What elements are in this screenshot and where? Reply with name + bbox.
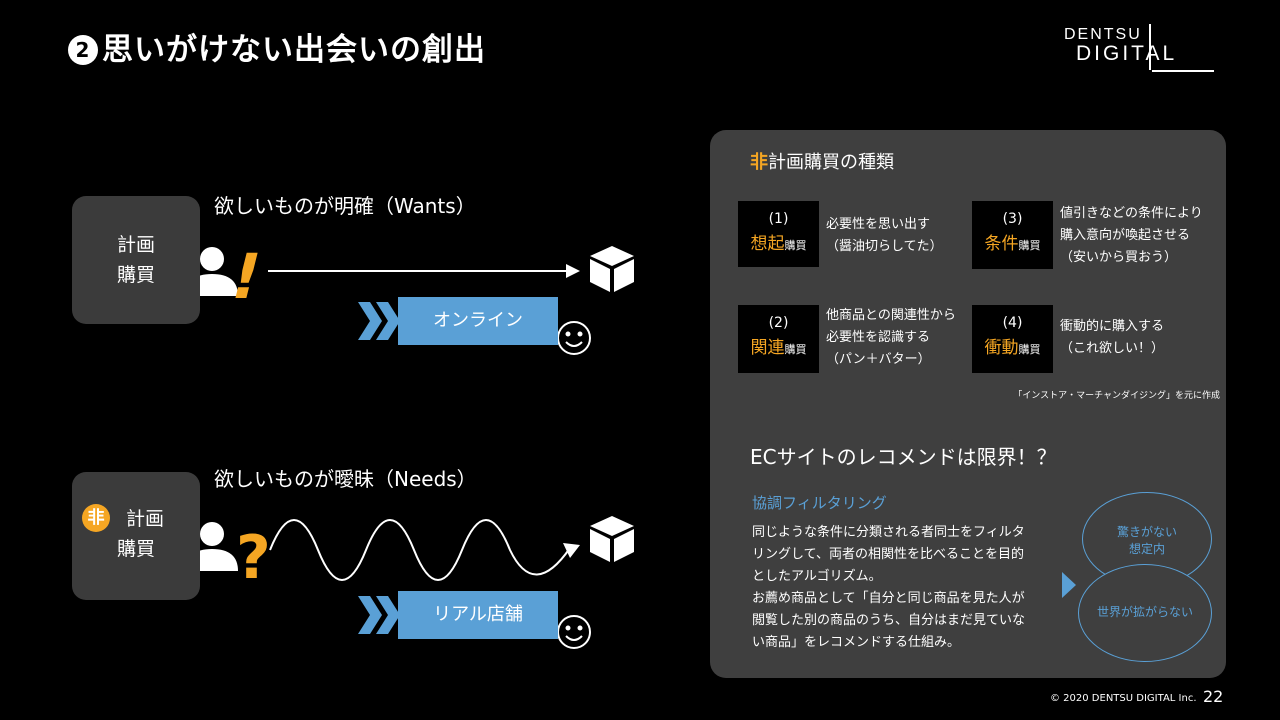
- planned-purchase-box: 計画 購買: [72, 196, 200, 324]
- kind-keyword: 想起: [750, 234, 785, 254]
- kind-number: (2): [768, 315, 789, 331]
- planned-label: 欲しいものが明確（Wants）: [214, 194, 476, 218]
- kind-desc-4: 衝動的に購入する （これ欲しい！）: [1060, 316, 1164, 360]
- kind-desc-line: 衝動的に購入する: [1060, 319, 1165, 334]
- bubble1-line2: 想定内: [1128, 542, 1165, 556]
- cf-title: 協調フィルタリング: [752, 494, 887, 512]
- kind-number: (3): [1002, 211, 1023, 227]
- non-badge: 非: [82, 504, 110, 532]
- info-panel: 非計画購買の種類 (1) 想起購買 必要性を思い出す （醤油切らしてた） (3)…: [710, 130, 1226, 678]
- kind-suffix: 購買: [784, 239, 807, 252]
- source-note: 「インストア・マーチャンダイジング」を元に作成: [1013, 391, 1220, 401]
- kind-suffix: 購買: [1018, 343, 1041, 356]
- kind-number: (1): [768, 211, 789, 227]
- package-icon-1: [590, 246, 634, 292]
- unplanned-purchase-box: 非 計画 購買: [72, 472, 200, 600]
- panel-title: 非計画購買の種類: [750, 148, 894, 174]
- bubble1-line1: 驚きがない: [1116, 525, 1177, 539]
- cf-body-line: リングして、両者の相関性を比べることを目的: [752, 547, 1024, 562]
- unplanned-arrow-head: [563, 543, 580, 558]
- chevron-double-icon-1: [358, 302, 400, 340]
- title-text: 思いがけない出会いの創出: [102, 32, 486, 68]
- kind-desc-line: 他商品との関連性から: [826, 308, 956, 323]
- kind-suffix: 購買: [784, 343, 807, 356]
- panel-title-rest: 計画購買の種類: [768, 152, 894, 173]
- ec-title: ECサイトのレコメンドは限界！？: [750, 445, 1057, 469]
- package-icon-2: [590, 516, 634, 562]
- planned-arrow-head: [566, 264, 580, 278]
- chevron-double-icon-2: [358, 596, 400, 634]
- kind-box-4: (4) 衝動購買: [972, 305, 1053, 373]
- cf-body-line: 同じような条件に分類される者同士をフィルタ: [752, 525, 1025, 540]
- panel-title-accent: 非: [750, 152, 768, 173]
- bubble-world-not-expand: 世界が拡がらない: [1078, 564, 1212, 662]
- kind-number: (4): [1002, 315, 1023, 331]
- kind-desc-line: 値引きなどの条件により: [1060, 206, 1203, 221]
- kind-desc-2: 他商品との関連性から 必要性を認識する （パン＋バター）: [826, 305, 956, 371]
- online-channel-label: オンライン: [398, 297, 558, 345]
- kind-keyword: 条件: [984, 234, 1019, 254]
- kind-desc-3: 値引きなどの条件により 購入意向が喚起させる （安いから買おう）: [1060, 203, 1203, 269]
- kind-desc-line: （パン＋バター）: [826, 352, 931, 367]
- unplanned-wave-line: [269, 519, 571, 581]
- planned-box-line1: 計画: [116, 234, 155, 256]
- bubble2-text: 世界が拡がらない: [1096, 605, 1193, 619]
- number-badge: 2: [68, 35, 98, 65]
- copyright: © 2020 DENTSU DIGITAL Inc.: [1050, 693, 1197, 704]
- unplanned-box-line1: 計画: [125, 508, 164, 530]
- cf-body-line: としたアルゴリズム。: [752, 569, 882, 584]
- unplanned-label: 欲しいものが曖昧（Needs）: [214, 467, 477, 491]
- cf-body: 同じような条件に分類される者同士をフィルタ リングして、両者の相関性を比べること…: [752, 522, 1072, 654]
- smiley-icon-2: [557, 615, 591, 649]
- kind-suffix: 購買: [1018, 239, 1041, 252]
- cf-body-line: い商品」をレコメンドする仕組み。: [752, 635, 961, 650]
- planned-box-line2: 購買: [116, 264, 155, 286]
- kind-keyword: 関連: [750, 338, 785, 358]
- smiley-icon-1: [557, 321, 591, 355]
- kind-desc-line: 必要性を思い出す: [826, 217, 931, 232]
- kind-desc-line: 購入意向が喚起させる: [1060, 228, 1191, 243]
- logo-underline: [1152, 70, 1214, 72]
- kind-box-2: (2) 関連購買: [738, 305, 819, 373]
- question-mark: ?: [236, 523, 271, 593]
- kind-desc-1: 必要性を思い出す （醤油切らしてた）: [826, 214, 943, 258]
- page-number: 22: [1203, 687, 1224, 706]
- pointer-triangle-icon: [1062, 572, 1076, 598]
- kind-box-1: (1) 想起購買: [738, 201, 819, 267]
- kind-desc-line: （安いから買おう）: [1060, 250, 1178, 265]
- logo-bar: [1149, 24, 1151, 70]
- kind-desc-line: （醤油切らしてた）: [826, 239, 943, 254]
- real-store-channel-label: リアル店舗: [398, 591, 558, 639]
- kind-box-3: (3) 条件購買: [972, 201, 1053, 269]
- company-logo: DENTSU DIGITAL: [1064, 24, 1214, 72]
- logo-line1: DENTSU: [1064, 26, 1142, 43]
- kind-keyword: 衝動: [984, 338, 1019, 358]
- kind-desc-line: （これ欲しい！）: [1060, 341, 1165, 356]
- cf-body-line: 閲覧した別の商品のうち、自分はまだ見ていな: [752, 613, 1026, 628]
- unplanned-box-line2: 購買: [116, 538, 155, 560]
- kind-desc-line: 必要性を認識する: [826, 330, 931, 345]
- cf-body-line: お薦め商品として「自分と同じ商品を見た人が: [752, 591, 1025, 606]
